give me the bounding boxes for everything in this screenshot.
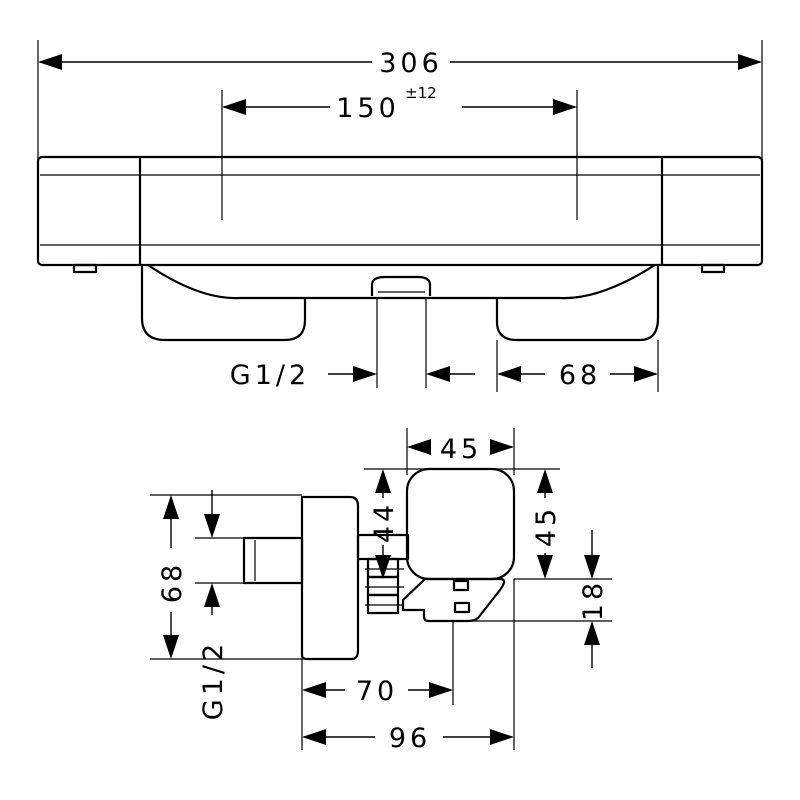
dimension-handle-depth: 68 [497,360,658,391]
dimension-connection-thread: G1/2 [230,360,475,391]
side-connection-thread-label: G1/2 [198,640,229,720]
side-view: 45 44 45 18 [150,428,612,754]
depth-to-outlet-label: 70 [356,676,398,707]
lower-housing [147,264,656,300]
total-depth-label: 96 [389,723,431,754]
dimension-side-connection-thread: G1/2 [198,490,229,720]
dimension-wall-height: 68 [157,495,188,659]
spout-detail [453,601,471,614]
center-distance-tolerance: ±12 [405,84,437,102]
dimension-outlet-height: 18 [578,530,609,668]
threaded-connector [356,533,410,615]
handle-width-label: 45 [440,434,482,465]
connection-thread-label: G1/2 [230,360,310,391]
dimension-handle-offset: 44 [369,469,400,579]
thermostat-body [36,155,764,267]
spout-detail [452,579,470,592]
left-nub [72,263,98,274]
handle-offset-label: 44 [369,501,400,543]
spout [401,577,506,623]
left-connection-tab [140,265,307,342]
center-outlet [370,275,432,296]
center-distance-label: 150 [336,93,400,124]
handle-depth-label: 68 [559,360,601,391]
dimension-total-depth: 96 [302,723,514,754]
dimension-overall-width: 306 [38,48,762,79]
inlet-pipe [242,536,304,585]
handle-height-label: 45 [531,505,562,547]
front-view: 306 150 ±12 [36,40,764,392]
right-nub [700,263,726,274]
dimension-handle-width: 45 [407,434,514,465]
outlet-height-label: 18 [578,579,609,621]
right-connection-tab [495,265,660,342]
dimension-depth-to-outlet: 70 [302,676,453,707]
wall-height-label: 68 [157,561,188,603]
dimension-center-distance: 150 ±12 [222,84,577,124]
dimension-handle-height: 45 [531,469,562,579]
side-handle [405,467,516,581]
wall-body [300,495,360,661]
overall-width-label: 306 [379,48,443,79]
